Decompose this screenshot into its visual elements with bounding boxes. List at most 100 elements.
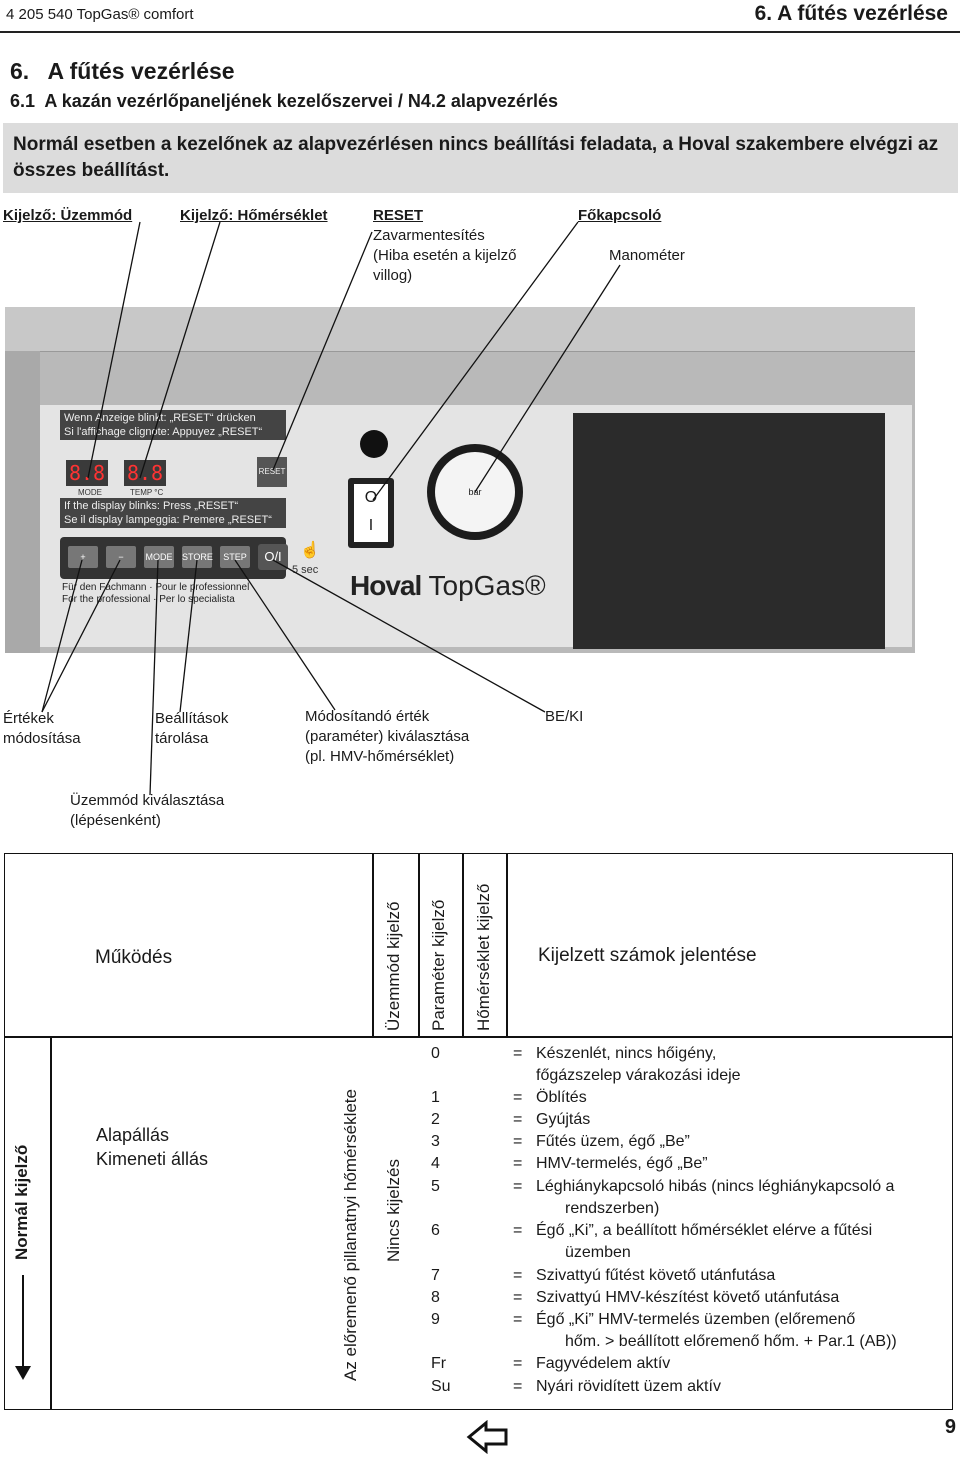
label-mode-display: Kijelző: Üzemmód xyxy=(3,207,133,224)
leader-step xyxy=(234,559,336,711)
code-3: 3 xyxy=(431,1133,440,1150)
eq-5: = xyxy=(513,1178,523,1195)
label-reset: RESET xyxy=(373,207,424,224)
eq-su: = xyxy=(513,1378,523,1395)
desc-9-line2: hőm. > beállított előremenő hőm. + Par.1… xyxy=(565,1333,897,1350)
desc-0-line1: Készenlét, nincs hőigény, xyxy=(536,1045,717,1062)
param-display-value: Nincs kijelzés xyxy=(384,1159,403,1262)
brand-logo: Hoval TopGas® xyxy=(350,570,546,601)
desc-7: Szivattyú fűtést követő utánfutása xyxy=(536,1267,776,1284)
table-col-divider-2 xyxy=(418,853,420,1037)
desc-6-line1: Égő „Ki”, a beállított hőmérséklet elérv… xyxy=(536,1222,873,1239)
desc-5-line1: Léghiánykapcsoló hibás (nincs léghiányka… xyxy=(536,1178,895,1195)
code-1: 1 xyxy=(431,1089,440,1106)
leader-onoff xyxy=(272,559,546,713)
code-5: 5 xyxy=(431,1178,440,1195)
back-arrow-icon xyxy=(466,1420,508,1454)
leader-mode xyxy=(149,559,159,796)
row-label-normal: Normál kijelző xyxy=(12,1144,31,1260)
cover-plate xyxy=(573,413,885,649)
code-fr: Fr xyxy=(431,1355,447,1372)
indicator-knob xyxy=(360,430,388,458)
leader-mode-display xyxy=(87,221,141,479)
label-temp-display: Kijelző: Hőmérséklet xyxy=(180,207,328,224)
leader-lines xyxy=(41,221,621,796)
display-table xyxy=(4,853,953,1410)
temp-display-label: TEMP °C xyxy=(130,488,164,497)
desc-4: HMV-termelés, égő „Be” xyxy=(536,1155,708,1172)
code-8: 8 xyxy=(431,1289,440,1306)
panel-warning-bottom: If the display blinks: Press „RESET“ Se … xyxy=(60,498,286,528)
label-step: Módosítandó érték(paraméter) kiválasztás… xyxy=(305,708,470,765)
plus-button[interactable]: + xyxy=(68,546,98,568)
table-header-mode: Üzemmód kijelző xyxy=(384,901,403,1031)
desc-fr: Fagyvédelem aktív xyxy=(536,1355,671,1372)
eq-4: = xyxy=(513,1155,523,1172)
chapter-title: 6. A fűtés vezérlése xyxy=(10,58,235,84)
code-2: 2 xyxy=(431,1111,440,1128)
eq-3: = xyxy=(513,1133,523,1150)
eq-8: = xyxy=(513,1289,523,1306)
leader-store xyxy=(179,559,198,713)
table-col-divider-4 xyxy=(506,853,508,1037)
specialist-note: Für den Fachmann · Pour le professionnel… xyxy=(62,582,250,605)
document-reference: 4 205 540 TopGas® comfort xyxy=(6,6,194,23)
desc-3: Fűtés üzem, égő „Be” xyxy=(536,1133,690,1150)
hand-press-icon: ☝ xyxy=(300,542,320,559)
main-switch-rocker[interactable]: O I xyxy=(354,484,388,542)
panel-top-strip xyxy=(5,307,915,352)
label-onoff: BE/KI xyxy=(545,708,584,725)
table-header-function: Működés xyxy=(95,947,173,968)
minus-button[interactable]: − xyxy=(106,546,136,568)
info-note: Normál esetben a kezelőnek az alapvezérl… xyxy=(3,123,958,193)
code-7: 7 xyxy=(431,1267,440,1284)
store-button[interactable]: STORE xyxy=(182,546,213,568)
step-button[interactable]: STEP xyxy=(220,546,250,568)
leader-minus xyxy=(41,559,121,713)
mode-display-label: MODE xyxy=(78,488,102,497)
page-number: 9 xyxy=(944,1416,956,1438)
eq-1: = xyxy=(513,1089,523,1106)
label-reset-line3: villog) xyxy=(373,267,413,284)
leader-manometer xyxy=(474,264,621,493)
table-header-meaning: Kijelzett számok jelentése xyxy=(538,945,757,966)
panel-warning-top: Wenn Anzeige blinkt: „RESET“ drücken Si … xyxy=(60,410,286,440)
eq-0: = xyxy=(513,1045,523,1062)
desc-6-line2: üzemben xyxy=(565,1244,631,1261)
section-header: 6. A fűtés vezérlése xyxy=(754,2,948,25)
label-manometer: Manométer xyxy=(609,247,685,264)
desc-5-line2: rendszerben) xyxy=(565,1200,660,1217)
arrow-shaft xyxy=(22,1275,24,1370)
eq-9: = xyxy=(513,1311,523,1328)
code-6: 6 xyxy=(431,1222,440,1239)
desc-8: Szivattyú HMV-készítést követő utánfutás… xyxy=(536,1289,840,1306)
table-header-param: Paraméter kijelző xyxy=(429,899,448,1031)
reset-button[interactable]: RESET xyxy=(257,457,287,487)
desc-9-line1: Égő „Ki” HMV-termelés üzemben (előremenő xyxy=(536,1311,856,1328)
desc-su: Nyári rövidített üzem aktív xyxy=(536,1378,721,1395)
panel-left-edge xyxy=(5,351,40,653)
table-row-label-divider xyxy=(50,1036,52,1410)
leader-temp-display xyxy=(139,221,221,479)
mode-display-value: Az előremenő pillanatnyi hőmérséklete xyxy=(341,1089,360,1381)
header-divider xyxy=(0,31,960,33)
label-reset-line2: (Hiba esetén a kijelző xyxy=(373,247,517,264)
hold-duration: 5 sec xyxy=(292,564,319,576)
eq-7: = xyxy=(513,1267,523,1284)
eq-2: = xyxy=(513,1111,523,1128)
table-header-divider xyxy=(4,1036,953,1038)
leader-reset xyxy=(272,231,373,471)
desc-0-line2: főgázszelep várakozási ideje xyxy=(536,1067,741,1084)
leader-main-switch xyxy=(372,221,579,501)
desc-1: Öblítés xyxy=(536,1089,587,1106)
mode-button[interactable]: MODE xyxy=(144,546,174,568)
label-reset-line1: Zavarmentesítés xyxy=(373,227,485,244)
code-su: Su xyxy=(431,1378,451,1395)
mode-display: 8.8 xyxy=(66,460,108,486)
desc-2: Gyújtás xyxy=(536,1111,591,1128)
section-title: 6.1 A kazán vezérlőpaneljének kezelőszer… xyxy=(10,91,558,111)
code-9: 9 xyxy=(431,1311,440,1328)
